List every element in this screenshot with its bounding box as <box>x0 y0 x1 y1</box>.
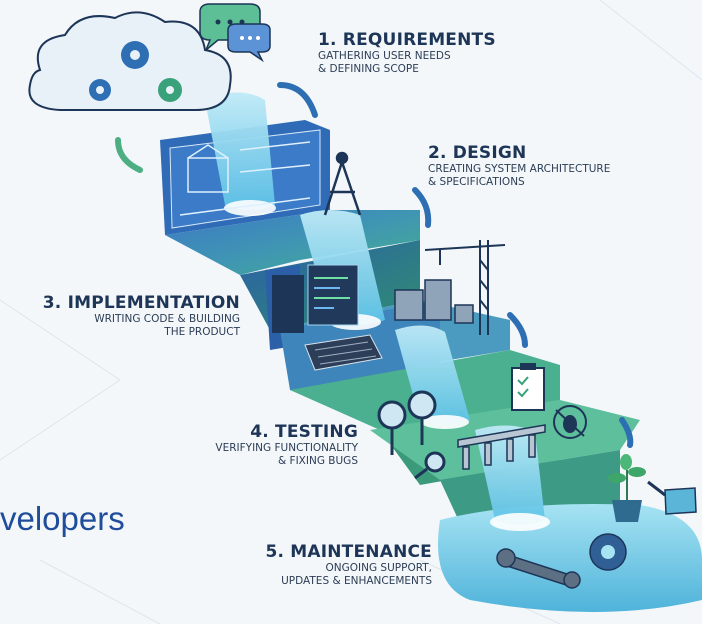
clipboard-icon <box>511 363 545 411</box>
step-4-title: 4. TESTING <box>250 422 358 442</box>
step-5-title: 5. MAINTENANCE <box>265 542 432 562</box>
step-1-desc-line2: & DEFINING SCOPE <box>318 63 419 75</box>
partial-heading-text: velopers <box>0 500 125 537</box>
magnifier-icon <box>377 390 446 480</box>
bridge-icon <box>457 424 546 470</box>
step-2-label: 2. DESIGN CREATING SYSTEM ARCHITECTURE &… <box>428 143 610 189</box>
step-1-title: 1. REQUIREMENTS <box>318 30 496 50</box>
step-2-desc-line1: CREATING SYSTEM ARCHITECTURE <box>428 163 611 175</box>
step-3-desc-line2: THE PRODUCT <box>164 326 240 338</box>
step-3-title: 3. IMPLEMENTATION <box>42 293 240 313</box>
gear-icon <box>589 533 627 571</box>
gear-icon <box>89 41 182 102</box>
step-1-label: 1. REQUIREMENTS GATHERING USER NEEDS & D… <box>318 30 496 76</box>
chat-bubble-icon <box>199 3 271 63</box>
crane-icon <box>424 240 506 335</box>
compass-icon <box>323 151 362 216</box>
step-3-desc-line1: WRITING CODE & BUILDING <box>94 313 240 325</box>
step-2-title: 2. DESIGN <box>428 143 527 163</box>
blueprint-icon <box>179 141 311 216</box>
arrow-icon <box>277 82 634 448</box>
step-4-label: 4. TESTING VERIFYING FUNCTIONALITY & FIX… <box>215 422 358 468</box>
watering-can-icon <box>647 480 697 515</box>
step-5-desc-line1: ONGOING SUPPORT, <box>325 562 432 574</box>
bug-icon <box>553 405 587 439</box>
monitor-icon <box>272 264 359 333</box>
wrench-icon <box>496 548 581 589</box>
building-icon <box>394 279 474 324</box>
step-2-desc-line2: & SPECIFICATIONS <box>428 176 525 188</box>
plant-icon <box>608 454 646 522</box>
step-5-desc-line2: UPDATES & ENHANCEMENTS <box>281 575 432 587</box>
step-3-label: 3. IMPLEMENTATION WRITING CODE & BUILDIN… <box>43 293 240 339</box>
step-5-label: 5. MAINTENANCE ONGOING SUPPORT, UPDATES … <box>265 542 432 588</box>
keyboard-icon <box>304 334 383 371</box>
step-4-desc-line2: & FIXING BUGS <box>278 455 358 467</box>
arrow-icon <box>115 137 143 173</box>
step-4-desc-line1: VERIFYING FUNCTIONALITY <box>215 442 358 454</box>
step-1-desc-line1: GATHERING USER NEEDS <box>318 50 451 62</box>
